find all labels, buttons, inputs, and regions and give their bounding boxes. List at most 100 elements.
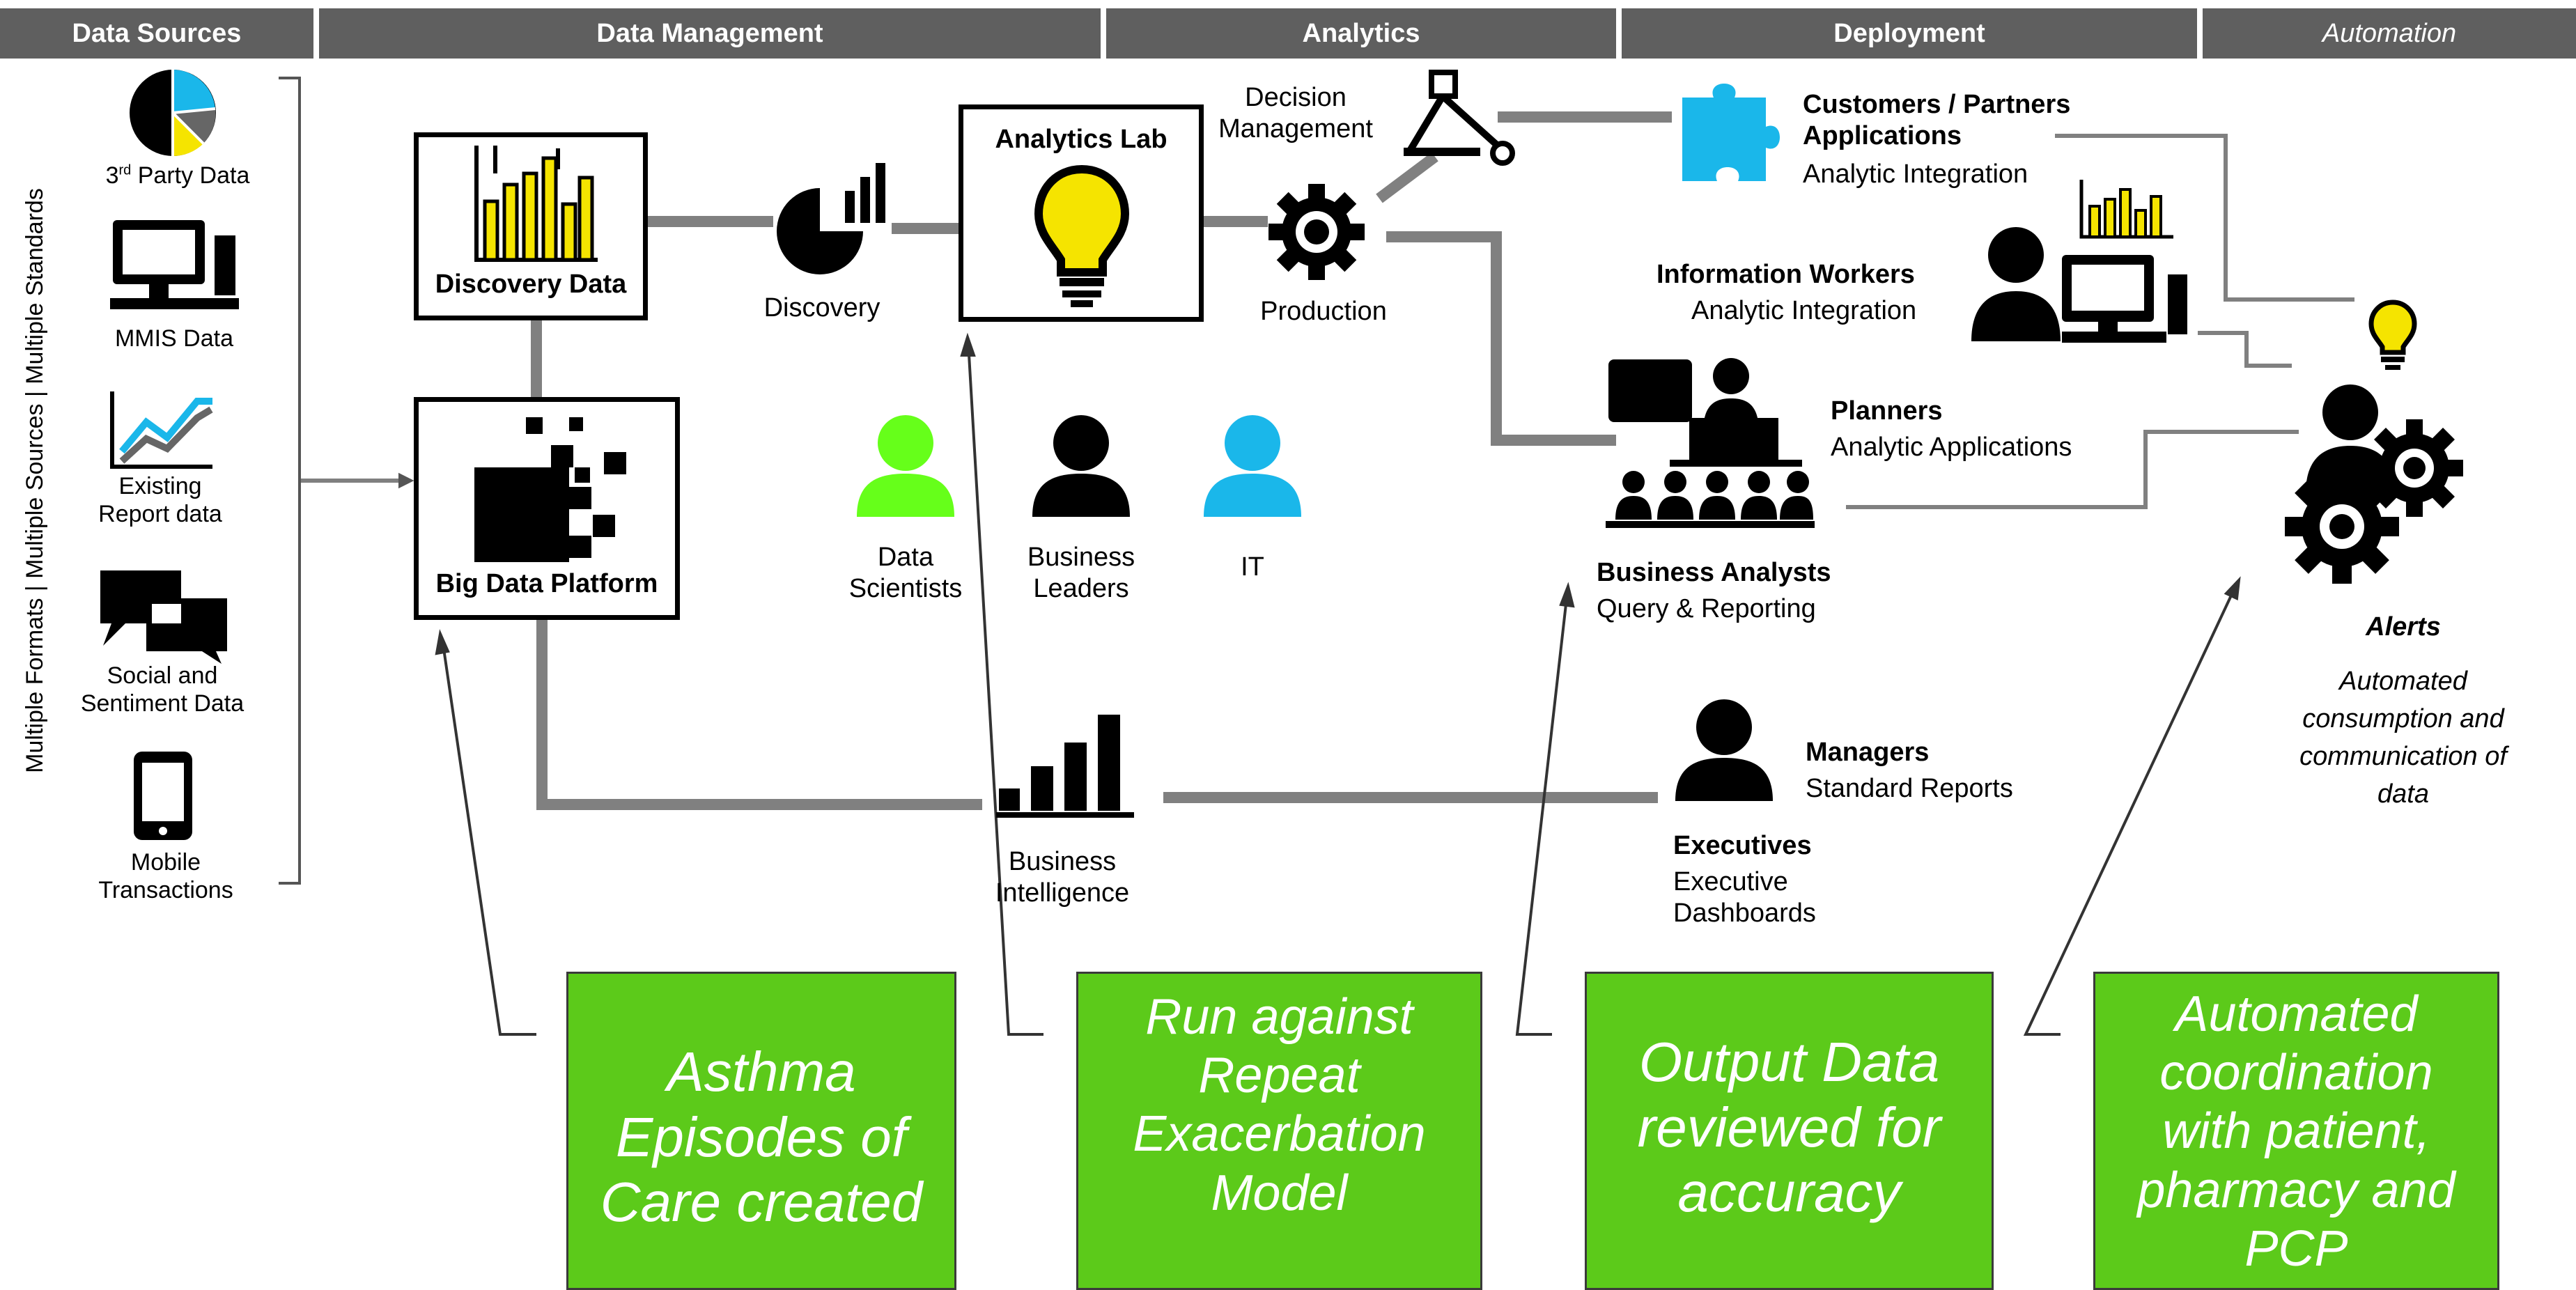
side-label: Multiple Formats | Multiple Sources | Mu… [21, 188, 48, 773]
person-black-icon [1032, 415, 1130, 517]
planners-title: Planners [1831, 396, 1943, 426]
connector-customers-to-alerts [2055, 134, 2354, 302]
business-analysts-subtitle: Query & Reporting [1597, 594, 1816, 623]
callout-line: pharmacy and [2137, 1162, 2455, 1218]
person-green-icon [857, 415, 954, 517]
callout-line: Run against [1145, 989, 1413, 1045]
pie-bars-icon [777, 163, 885, 274]
desktop-computer-icon [110, 220, 239, 309]
source-mmis-label: MMIS Data [114, 325, 234, 352]
pointer-run [967, 342, 1043, 1036]
production-label: Production [1260, 297, 1387, 326]
analytics-lab-label: Analytics Lab [995, 125, 1167, 154]
source-third-party-label: 3rd Party Data [105, 162, 250, 189]
info-workers-subtitle: Analytic Integration [1691, 296, 1917, 325]
connector-production-to-decision [1376, 152, 1438, 203]
gear-icon [1268, 184, 1365, 280]
callout-line: Asthma [667, 1041, 856, 1103]
executives-title: Executives [1673, 831, 1812, 860]
connector-platform-to-bi [536, 620, 982, 810]
header-label: Data Sources [72, 18, 242, 48]
header-automation: Automation [2203, 8, 2576, 59]
big-data-platform-box: Big Data Platform [414, 397, 680, 620]
callout-asthma-episodes: Asthma Episodes of Care created [566, 972, 956, 1290]
callout-line: Care created [600, 1171, 923, 1234]
header-label: Deployment [1833, 18, 1985, 48]
managers-title: Managers [1806, 738, 1930, 767]
bi-bar-chart-icon [996, 715, 1134, 818]
callout-run-model: Run against Repeat Exacerbation Model [1076, 972, 1482, 1290]
big-data-platform-label: Big Data Platform [435, 569, 658, 598]
analytics-lab-box: Analytics Lab [959, 104, 1204, 322]
person-gears-icon [2285, 384, 2463, 584]
pointer-output [1515, 591, 1569, 1036]
manager-person-icon [1675, 699, 1773, 801]
small-lightbulb-icon [2368, 300, 2417, 370]
pointer-run-head [960, 332, 976, 357]
decision-scale-icon [1404, 70, 1515, 166]
speech-bubbles-icon [100, 570, 227, 664]
info-workers-title: Information Workers [1656, 260, 1915, 289]
pointer-asthma-head [435, 629, 450, 655]
pie-chart-icon [130, 70, 216, 157]
lightbulb-icon [1034, 164, 1130, 307]
header-label: Analytics [1302, 18, 1420, 48]
managers-subtitle: Standard Reports [1806, 774, 2013, 803]
planners-subtitle: Analytic Applications [1831, 433, 2072, 462]
pointer-automated [2023, 584, 2237, 1036]
header-analytics: Analytics [1106, 8, 1616, 59]
callout-line: reviewed for [1637, 1096, 1941, 1158]
callout-line: PCP [2244, 1220, 2348, 1277]
callout-line: Exacerbation [1133, 1106, 1426, 1163]
callout-line: Automated [2175, 986, 2418, 1042]
callout-line: accuracy [1677, 1161, 1901, 1224]
connector-production-to-analysts [1386, 231, 1616, 446]
info-worker-icon [1971, 180, 2187, 343]
discovery-data-label: Discovery Data [435, 270, 627, 299]
alerts-label: Alerts [2366, 612, 2441, 642]
header-label: Data Management [596, 18, 823, 48]
pointer-output-head [1559, 582, 1575, 608]
callout-line: with patient, [2162, 1103, 2430, 1160]
connector-planners-to-alerts [1846, 430, 2299, 509]
connector-infoworkers-to-alerts [2198, 331, 2292, 368]
customers-subtitle: Analytic Integration [1803, 160, 2028, 189]
callout-line: Episodes of [615, 1105, 908, 1168]
line-chart-icon [110, 391, 213, 469]
alerts-description: Automated consumption and communication … [2299, 667, 2507, 809]
bar-chart-icon [474, 146, 598, 262]
callout-output-data: Output Data reviewed for accuracy [1585, 972, 1994, 1290]
it-label: IT [1241, 552, 1264, 582]
sources-bracket [279, 77, 301, 885]
header-label: Automation [2322, 18, 2457, 48]
puzzle-piece-icon [1682, 84, 1780, 181]
person-cyan-icon [1204, 415, 1301, 517]
business-analysts-title: Business Analysts [1597, 558, 1831, 587]
bracket-arrowhead [398, 472, 414, 489]
callout-line: coordination [2159, 1045, 2433, 1101]
discovery-label: Discovery [763, 293, 880, 322]
callout-line: Repeat [1198, 1048, 1360, 1104]
callout-line: Output Data [1638, 1031, 1940, 1093]
header-deployment: Deployment [1622, 8, 2197, 59]
presenter-audience-icon [1606, 358, 1815, 528]
data-blocks-icon [474, 417, 626, 562]
pointer-automated-head [2224, 576, 2241, 600]
callout-automated-coordination: Automated coordination with patient, pha… [2093, 972, 2499, 1290]
discovery-data-box: Discovery Data [414, 132, 648, 320]
callout-line: Model [1211, 1165, 1348, 1221]
pointer-asthma [441, 639, 536, 1036]
mobile-phone-icon [134, 752, 192, 840]
header-data-management: Data Management [319, 8, 1101, 59]
